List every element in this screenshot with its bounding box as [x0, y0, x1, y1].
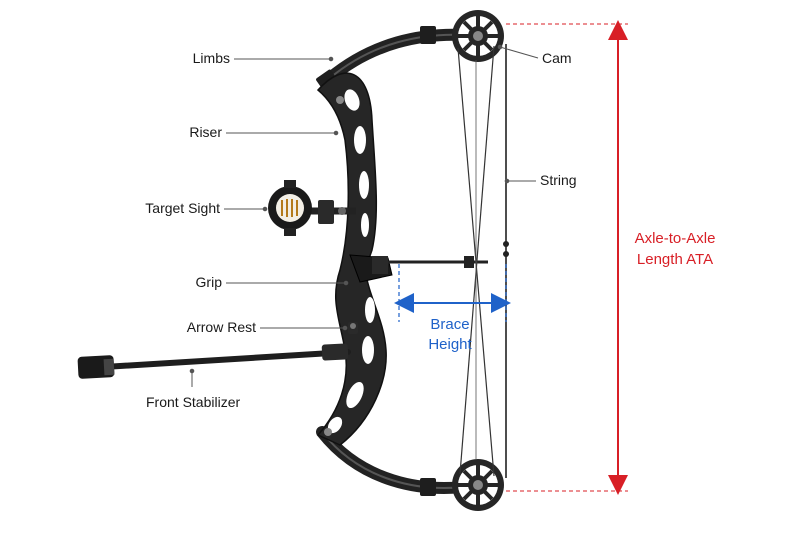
ata-marker [506, 19, 628, 495]
ata-line1: Axle-to-Axle [634, 230, 716, 247]
label-limbs: Limbs [192, 50, 230, 66]
grip [349, 254, 393, 283]
front-stabilizer [77, 343, 351, 379]
label-riser: Riser [189, 124, 222, 140]
label-target-sight: Target Sight [145, 200, 220, 216]
leader-lines [189, 44, 539, 387]
arrow-rest [348, 322, 358, 334]
bow-string [457, 44, 509, 478]
bottom-cam [452, 459, 504, 511]
label-grip: Grip [195, 274, 222, 290]
label-front-stabilizer: Front Stabilizer [146, 394, 241, 410]
brace-height-line1: Brace [430, 316, 470, 333]
ata-line2: Length ATA [636, 251, 714, 268]
target-sight [268, 180, 356, 236]
label-string: String [540, 172, 577, 188]
top-cam [452, 10, 504, 62]
label-arrow-rest: Arrow Rest [186, 319, 256, 335]
brace-height-marker [394, 264, 511, 322]
label-cam: Cam [542, 50, 572, 66]
arrow-shaft [388, 256, 488, 268]
ata-label: Axle-to-Axle Length ATA [622, 228, 728, 270]
brace-height-label: Brace Height [412, 315, 488, 355]
brace-height-line2: Height [428, 336, 472, 353]
